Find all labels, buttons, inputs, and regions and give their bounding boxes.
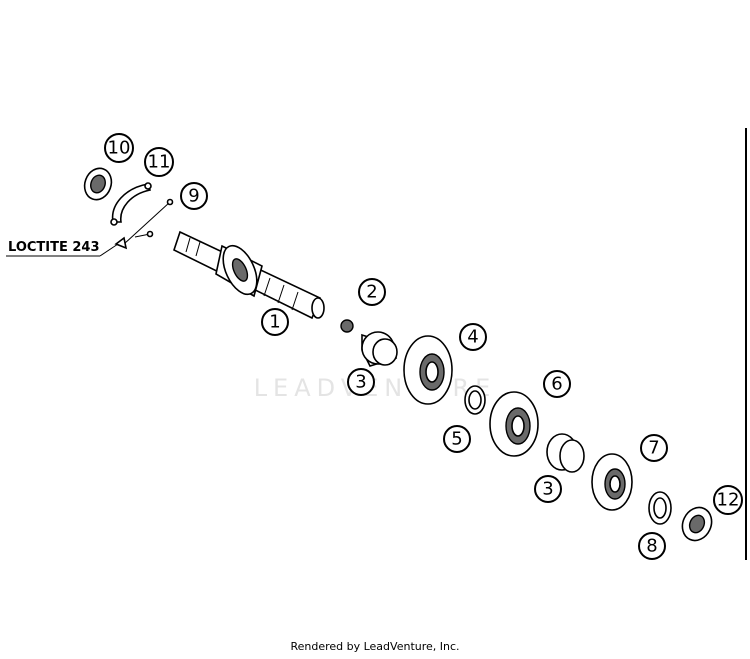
part-bearing-2 xyxy=(340,319,354,333)
callout: 12 xyxy=(713,485,743,515)
callout-label: 4 xyxy=(467,327,478,348)
callout-label: 3 xyxy=(355,372,366,393)
part-sleeve-3a xyxy=(361,331,398,367)
loctite-label: LOCTITE 243 xyxy=(8,240,100,255)
callout-label: 3 xyxy=(542,479,553,500)
callout-label: 10 xyxy=(108,138,131,159)
callout-label: 9 xyxy=(188,186,199,207)
part-gear-6 xyxy=(489,391,539,457)
callout: 9 xyxy=(180,182,208,210)
part-ring-5 xyxy=(464,385,486,415)
callout: 2 xyxy=(358,278,386,306)
callout-label: 7 xyxy=(648,438,659,459)
callout: 11 xyxy=(144,147,174,177)
loctite-note: LOCTITE 243 xyxy=(6,240,119,257)
callout: 10 xyxy=(104,133,134,163)
callout: 3 xyxy=(534,475,562,503)
callout: 1 xyxy=(261,308,289,336)
part-gear-4 xyxy=(403,335,453,405)
callout-label: 6 xyxy=(551,374,562,395)
callout: 6 xyxy=(543,370,571,398)
part-bearing-10 xyxy=(83,167,113,201)
callout-label: 8 xyxy=(646,536,657,557)
callout: 4 xyxy=(459,323,487,351)
part-gear-7 xyxy=(591,453,633,511)
part-shaft-1 xyxy=(173,230,325,320)
callout-label: 12 xyxy=(717,490,740,511)
callout-label: 11 xyxy=(148,152,171,173)
callout: 8 xyxy=(638,532,666,560)
part-sleeve-3b xyxy=(546,433,585,473)
footer-credit: Rendered by LeadVenture, Inc. xyxy=(290,640,460,653)
part-screws-9 xyxy=(114,198,174,250)
callout-label: 2 xyxy=(366,282,377,303)
callout: 7 xyxy=(640,434,668,462)
part-bearing-12 xyxy=(681,506,713,542)
callout-label: 1 xyxy=(269,312,280,333)
callout-label: 5 xyxy=(451,429,462,450)
callout: 5 xyxy=(443,425,471,453)
part-washer-8 xyxy=(648,491,672,525)
callout: 3 xyxy=(347,368,375,396)
frame-right-border xyxy=(745,128,747,560)
watermark-text: LEADVENTURE xyxy=(254,374,497,402)
part-bracket-11 xyxy=(110,182,152,226)
